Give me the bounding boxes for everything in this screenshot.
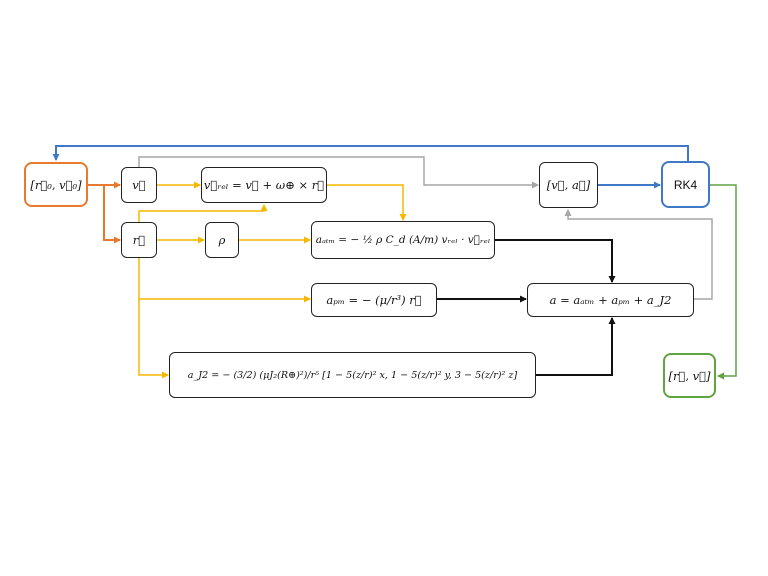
derivative-box: [v⃗, a⃗] — [539, 162, 598, 208]
density-box: ρ — [205, 222, 239, 258]
arrow-rk4-to-initial — [52, 145, 689, 162]
output-state-label: [r⃗, v⃗] — [668, 368, 711, 383]
pm-accel-label: aₚₘ = − (μ/r³) r⃗ — [326, 293, 422, 307]
arrow-vrel-to-atm — [327, 184, 407, 221]
total-accel-box: a = aₐₜₘ + aₚₘ + a_J2 — [527, 283, 694, 317]
arrow-velocity-to-derivative — [138, 156, 539, 189]
j2-accel-box: a_J2 = − (3/2) (μJ₂(R⊕)²)/r⁵ [1 − 5(z/r)… — [169, 352, 536, 398]
position-box: r⃗ — [121, 222, 157, 258]
derivative-label: [v⃗, a⃗] — [546, 178, 591, 192]
relative-velocity-label: v⃗ᵣₑₗ = v⃗ + ω⊕ × r⃗ — [203, 178, 325, 192]
integrator-label: RK4 — [673, 177, 698, 192]
position-label: r⃗ — [132, 233, 146, 247]
arrow-position-to-vrel — [138, 204, 268, 222]
velocity-box: v⃗ — [121, 167, 157, 203]
arrow-j2-to-total — [536, 317, 616, 376]
initial-state-box: [r⃗₀, v⃗₀] — [24, 162, 88, 207]
initial-state-label: [r⃗₀, v⃗₀] — [30, 177, 82, 192]
total-accel-label: a = aₐₜₘ + aₚₘ + a_J2 — [549, 293, 672, 307]
pm-accel-box: aₚₘ = − (μ/r³) r⃗ — [311, 283, 437, 317]
arrow-atm-to-total — [495, 239, 616, 283]
relative-velocity-box: v⃗ᵣₑₗ = v⃗ + ω⊕ × r⃗ — [201, 167, 327, 203]
atm-accel-label: aₐₜₘ = − ½ ρ C_d (A/m) vᵣₑₗ · v⃗ᵣₑₗ — [315, 234, 491, 246]
density-label: ρ — [218, 233, 226, 247]
arrow-initial-to-position — [103, 185, 121, 244]
atm-accel-box: aₐₜₘ = − ½ ρ C_d (A/m) vᵣₑₗ · v⃗ᵣₑₗ — [311, 221, 495, 259]
output-state-box: [r⃗, v⃗] — [663, 353, 716, 398]
j2-accel-label: a_J2 = − (3/2) (μJ₂(R⊕)²)/r⁵ [1 − 5(z/r)… — [187, 369, 518, 381]
velocity-label: v⃗ — [132, 178, 146, 192]
arrow-rk4-to-output — [710, 184, 737, 380]
integrator-box: RK4 — [661, 161, 710, 208]
arrow-position-to-pm — [138, 258, 311, 303]
arrow-accel-to-derivative — [564, 209, 713, 300]
arrow-position-to-j2 — [138, 299, 169, 379]
